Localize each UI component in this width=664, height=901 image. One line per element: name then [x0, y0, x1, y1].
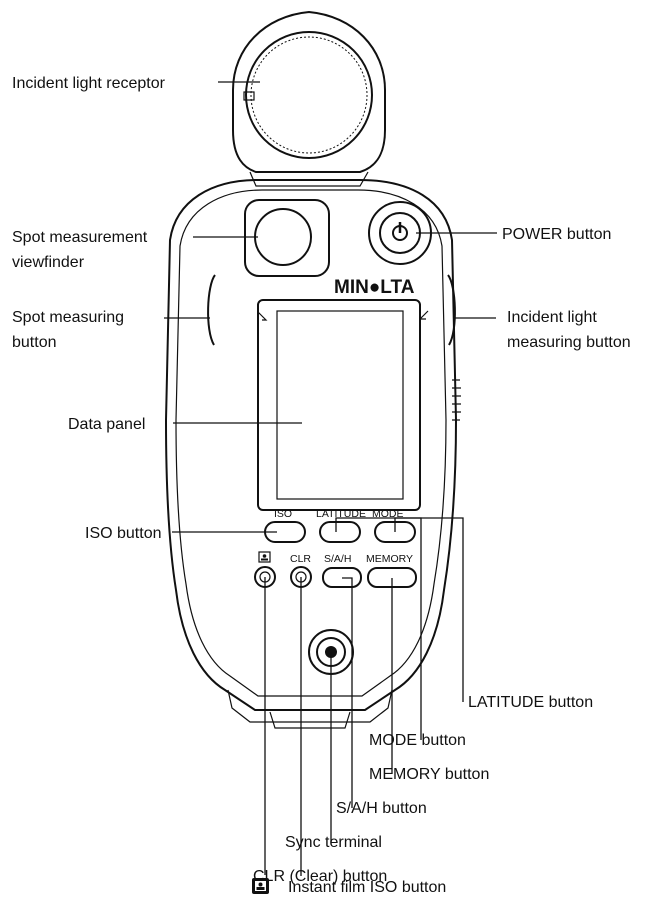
callout-spot-viewfinder-line2: viewfinder [12, 254, 85, 271]
callout-incident-button-line1: Incident light [507, 309, 597, 326]
callout-memory-button: MEMORY button [369, 766, 489, 783]
callout-spot-viewfinder-line1: Spot measurement [12, 229, 148, 246]
sah-button[interactable] [322, 567, 362, 588]
callout-spot-button-line1: Spot measuring [12, 309, 124, 326]
mode-button-label: MODE [372, 508, 404, 520]
callout-instant-iso-button: Instant film ISO button [288, 879, 446, 896]
leader-lines [164, 81, 497, 876]
sah-button-label: S/A/H [324, 553, 351, 565]
meter-body [164, 179, 461, 729]
callout-incident-button-line2: measuring button [507, 334, 631, 351]
callout-power-button: POWER button [502, 226, 611, 243]
callout-sync-terminal: Sync terminal [285, 834, 382, 851]
callout-data-panel: Data panel [68, 416, 145, 433]
latitude-button[interactable] [319, 521, 361, 543]
instant-film-icon [252, 878, 269, 894]
brand-logo: MIN●LTA [334, 277, 415, 298]
incident-mark-icon [419, 310, 429, 320]
memory-button-label: MEMORY [366, 553, 413, 565]
callout-incident-light-receptor: Incident light receptor [12, 75, 166, 92]
spot-viewfinder [244, 199, 330, 277]
callout-iso-button: ISO button [85, 525, 162, 542]
callout-sah-button: S/A/H button [336, 800, 427, 817]
clr-button-label: CLR [290, 553, 311, 565]
callout-mode-button: MODE button [369, 732, 466, 749]
instant-film-icon-small [258, 551, 271, 563]
callout-clr-button: CLR (Clear) button [253, 868, 387, 885]
data-panel [257, 299, 421, 511]
callout-latitude-button: LATITUDE button [468, 694, 593, 711]
latitude-button-label: LATITUDE [316, 508, 366, 520]
callout-spot-button-line2: button [12, 334, 56, 351]
spot-mark-icon [257, 307, 268, 321]
iso-button-label: ISO [274, 508, 292, 520]
incident-light-receptor [232, 10, 386, 187]
